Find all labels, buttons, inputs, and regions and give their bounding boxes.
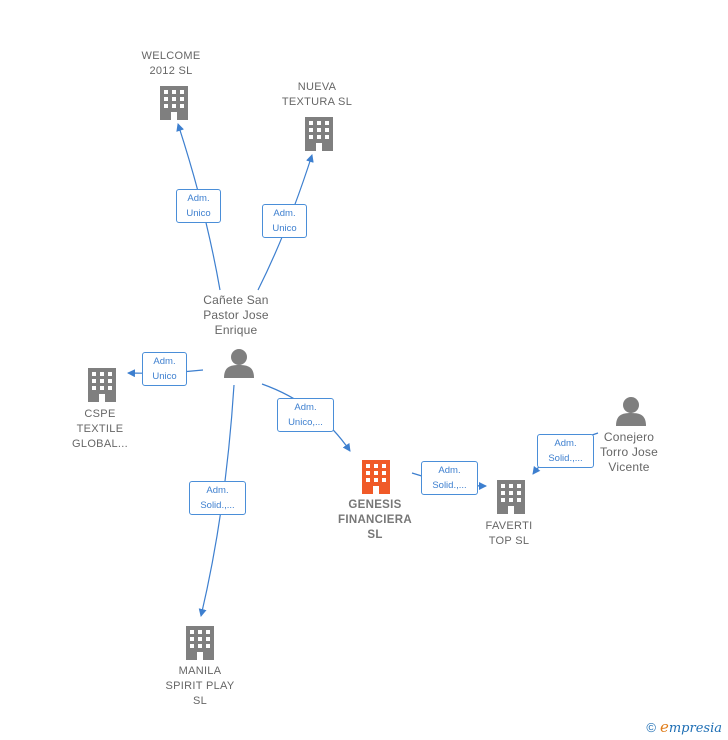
person-label-canete[interactable]: Cañete San Pastor Jose Enrique: [203, 293, 269, 337]
edge-label-conejero-faverti[interactable]: Adm. Solid.,...: [537, 434, 594, 468]
brand-logo-text: mpresia: [668, 721, 722, 736]
edge-label-genesis-faverti[interactable]: Adm. Solid.,...: [421, 461, 478, 495]
person-icon[interactable]: [224, 349, 254, 378]
copyright-symbol: ©: [646, 720, 656, 735]
edge-label-canete-cspe[interactable]: Adm. Unico: [142, 352, 187, 386]
building-icon[interactable]: [88, 368, 116, 402]
building-icon[interactable]: [160, 86, 188, 120]
building-icon[interactable]: [362, 460, 390, 494]
person-icon[interactable]: [616, 397, 646, 426]
brand-watermark: ©empresia: [646, 718, 722, 736]
building-icon[interactable]: [497, 480, 525, 514]
company-label-welcome[interactable]: WELCOME 2012 SL: [141, 50, 201, 77]
edge-label-canete-nueva[interactable]: Adm. Unico: [262, 204, 307, 238]
brand-logo-initial: e: [659, 718, 669, 736]
edge-label-canete-welcome[interactable]: Adm. Unico: [176, 189, 221, 223]
company-label-manila[interactable]: MANILA SPIRIT PLAY SL: [165, 665, 235, 707]
company-label-cspe[interactable]: CSPE TEXTILE GLOBAL...: [72, 408, 128, 450]
edge-label-canete-manila[interactable]: Adm. Solid.,...: [189, 481, 246, 515]
company-label-genesis[interactable]: GENESIS FINANCIERA SL: [338, 499, 412, 541]
building-icon[interactable]: [305, 117, 333, 151]
person-label-conejero[interactable]: Conejero Torro Jose Vicente: [599, 430, 659, 474]
company-label-nueva-textura[interactable]: NUEVA TEXTURA SL: [281, 81, 353, 108]
building-icon[interactable]: [186, 626, 214, 660]
company-label-faverti[interactable]: FAVERTI TOP SL: [485, 520, 533, 547]
edge-label-canete-genesis[interactable]: Adm. Unico,...: [277, 398, 334, 432]
